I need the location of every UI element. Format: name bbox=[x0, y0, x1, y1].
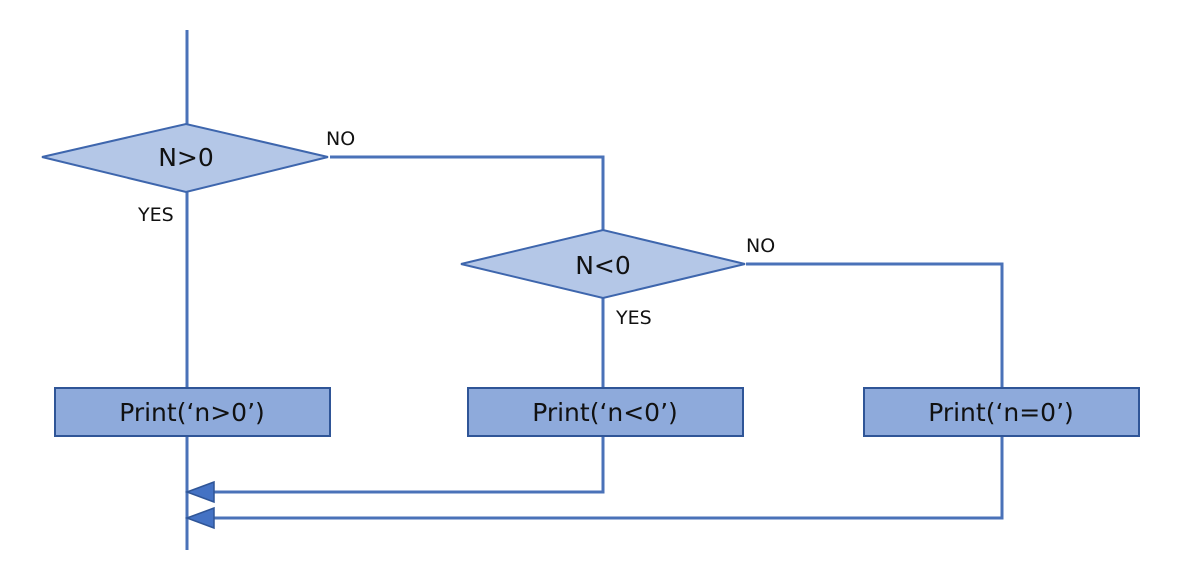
decision-n-greater-zero bbox=[41, 122, 329, 194]
return-connector-negative bbox=[210, 436, 605, 494]
no-label-first: NO bbox=[326, 128, 355, 150]
process-print-zero-text: Print(‘n=0’) bbox=[928, 398, 1074, 427]
no-branch-connector-2 bbox=[746, 262, 1004, 388]
process-print-negative bbox=[467, 387, 744, 437]
no-label-second: NO bbox=[746, 235, 775, 257]
yes-label-first: YES bbox=[137, 204, 174, 226]
yes-label-second: YES bbox=[615, 307, 652, 329]
decision-n-less-zero bbox=[460, 228, 746, 300]
process-print-positive-text: Print(‘n>0’) bbox=[119, 398, 265, 427]
decision-n-less-zero-text: N<0 bbox=[575, 251, 631, 280]
no-branch-connector-1 bbox=[330, 155, 605, 230]
process-print-zero bbox=[863, 387, 1140, 437]
arrowhead-negative-return bbox=[184, 480, 215, 504]
process-print-positive bbox=[54, 387, 331, 437]
return-connector-zero bbox=[210, 436, 1004, 520]
arrowhead-zero-return bbox=[184, 506, 215, 530]
process-print-negative-text: Print(‘n<0’) bbox=[532, 398, 678, 427]
decision-n-greater-zero-text: N>0 bbox=[158, 143, 214, 172]
